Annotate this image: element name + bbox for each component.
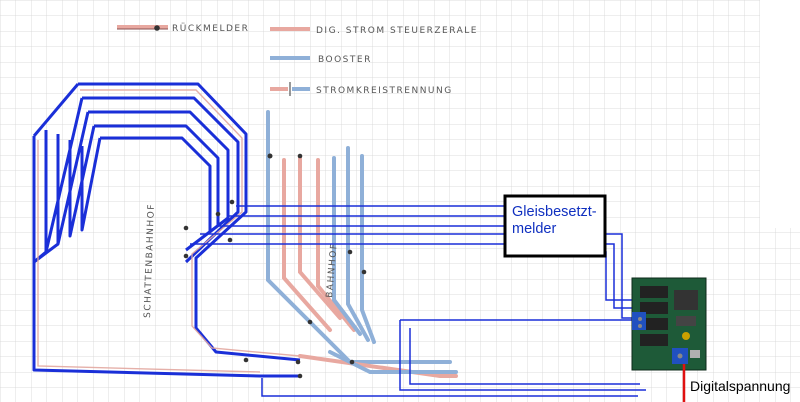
gleisbesetztmelder-box <box>503 194 607 258</box>
schattenbahnhof-tracks <box>37 89 301 373</box>
gleisbesetztmelder-label: Gleisbesetzt- melder <box>512 204 604 238</box>
schattenbahnhof-label: SCHATTENBAHNHOF <box>143 203 157 318</box>
legend-booster-label: BOOSTER <box>318 55 372 65</box>
graph-paper-background <box>0 0 760 228</box>
signal-wires <box>190 205 646 397</box>
bahnhof-label: BAHNHOF <box>325 242 340 298</box>
legend-rueckmelder: RÜCKMELDER <box>117 23 249 34</box>
schattenbahnhof-loops <box>32 82 301 378</box>
legend-dig-strom-label: DIG. STROM STEUERZERALE <box>316 26 478 36</box>
legend-trennung: STROMKREISTRENNUNG <box>270 82 453 96</box>
connection-dots <box>183 153 367 379</box>
legend-trennung-label: STROMKREISTRENNUNG <box>316 86 453 96</box>
gleisbesetztmelder-label-line1: Gleisbesetzt- <box>512 204 597 220</box>
digitalspannung-label: Digitalspannung <box>690 378 791 394</box>
gleisbesetztmelder-label-line2: melder <box>512 221 557 237</box>
legend-booster: BOOSTER <box>270 55 372 65</box>
decoder-board-image <box>631 277 707 371</box>
legend: RÜCKMELDER DIG. STROM STEUERZERALE BOOST… <box>117 23 478 96</box>
legend-rueckmelder-label: RÜCKMELDER <box>172 23 249 34</box>
legend-dig-strom: DIG. STROM STEUERZERALE <box>270 26 478 36</box>
